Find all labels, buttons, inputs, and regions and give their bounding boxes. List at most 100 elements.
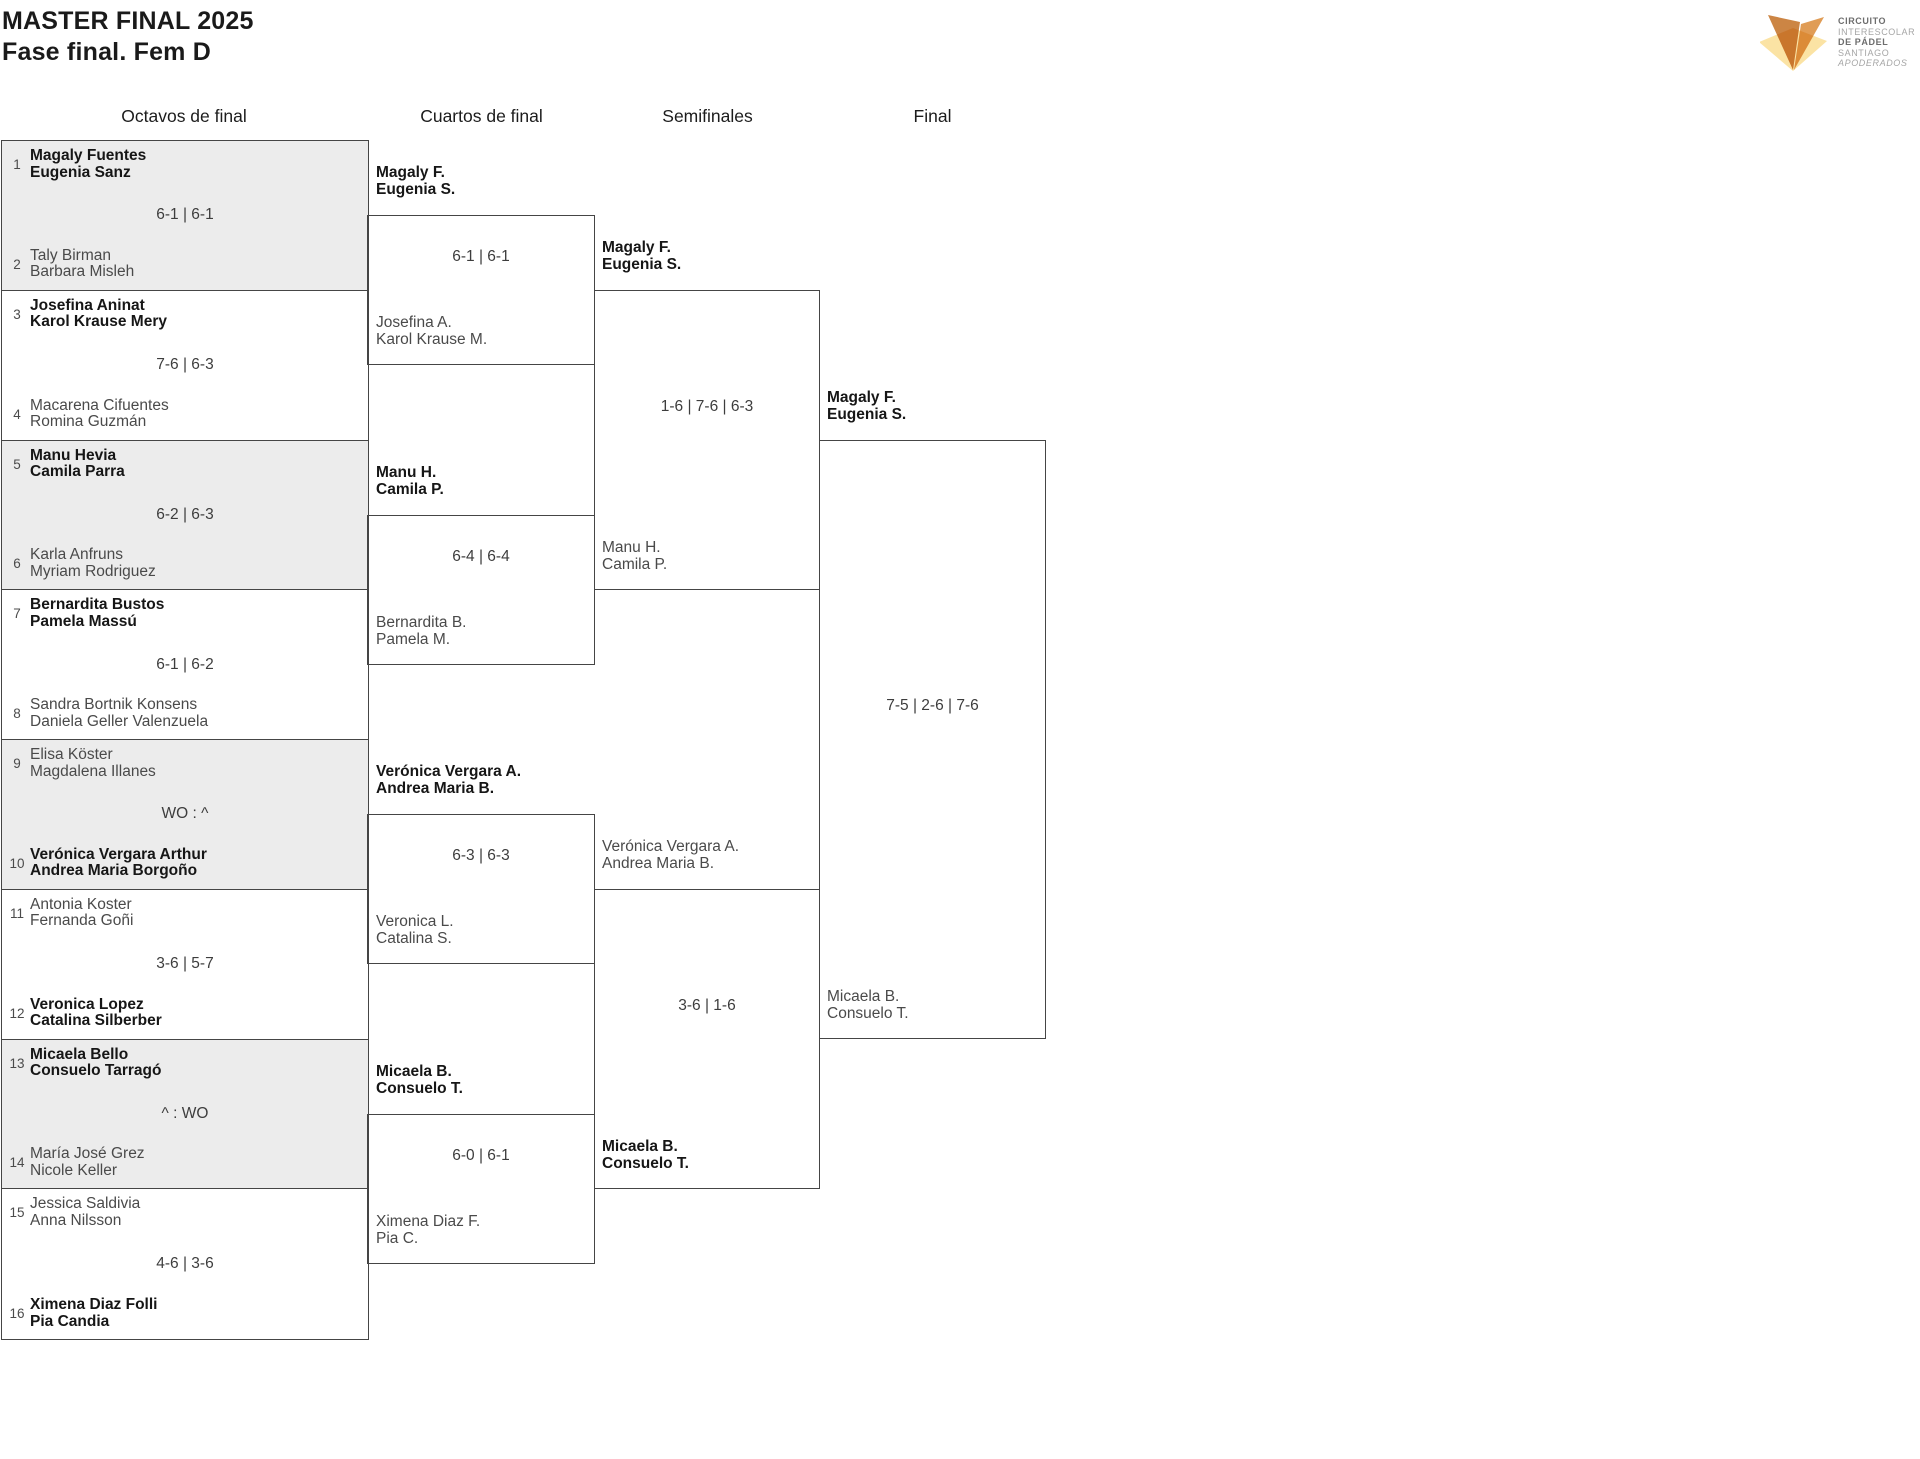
- player-name: Catalina S.: [376, 929, 452, 947]
- seed-number: 5: [13, 456, 21, 472]
- player-name: Manu Hevia: [30, 446, 117, 464]
- match-score: 6-1 | 6-2: [156, 655, 214, 673]
- player-name: Camila P.: [602, 555, 668, 573]
- team-row: 14 María José Grez Nicole Keller: [7, 1146, 362, 1179]
- seed-number: 15: [9, 1205, 25, 1221]
- pair-names: Antonia Koster Fernanda Goñi: [30, 895, 134, 930]
- player-name: Veronica Lopez: [30, 995, 144, 1013]
- player-name: Veronica L.: [376, 913, 454, 930]
- seed-number: 2: [13, 256, 21, 272]
- team-row: 8 Sandra Bortnik Konsens Daniela Geller …: [7, 696, 362, 730]
- pair-names: Sandra Bortnik Konsens Daniela Geller Va…: [30, 696, 208, 730]
- tournament-title: MASTER FINAL 2025: [2, 7, 254, 35]
- page-title: MASTER FINAL 2025 Fase final. Fem D: [2, 6, 254, 68]
- match-score: 4-6 | 3-6: [156, 1255, 214, 1273]
- player-name: Jessica Saldivia: [30, 1195, 141, 1213]
- player-name: Magdalena Illanes: [30, 762, 156, 780]
- player-name: Macarena Cifuentes: [30, 396, 169, 414]
- player-name: Andrea Maria B.: [602, 854, 714, 872]
- player-name: Pamela Massú: [30, 612, 137, 630]
- match-score: 7-6 | 6-3: [156, 356, 214, 374]
- pair-names: Ximena Diaz Folli Pia Candia: [30, 1296, 158, 1330]
- player-name: Fernanda Goñi: [30, 912, 134, 930]
- player-name: Micaela B.: [827, 988, 900, 1005]
- pair-names: Veronica Lopez Catalina Silberber: [30, 995, 162, 1030]
- player-name: Karol Krause M.: [376, 330, 488, 348]
- pair-label: Micaela B. Consuelo T.: [376, 1063, 463, 1097]
- player-name: Verónica Vergara Arthur: [30, 845, 207, 863]
- player-name: Ximena Diaz Folli: [30, 1296, 158, 1313]
- round-header-cuartos: Cuartos de final: [420, 106, 543, 126]
- octavos-column: 1 Magaly Fuentes Eugenia Sanz 6-1 | 6-1 …: [1, 140, 369, 1340]
- pair-label: Verónica Vergara A. Andrea Maria B.: [376, 763, 522, 797]
- pair-label: Bernardita B. Pamela M.: [376, 614, 467, 648]
- match-score: 6-3 | 6-3: [452, 847, 510, 864]
- player-name: Camila Parra: [30, 463, 125, 480]
- match-score: 7-5 | 2-6 | 7-6: [886, 697, 979, 714]
- team-row: 7 Bernardita Bustos Pamela Massú: [7, 597, 362, 630]
- player-name: Eugenia S.: [602, 255, 682, 273]
- match-score: 6-4 | 6-4: [452, 548, 510, 565]
- player-name: Bernardita Bustos: [30, 596, 165, 614]
- pair-names: Verónica Vergara Arthur Andrea Maria Bor…: [30, 845, 207, 880]
- logo-line: APODERADOS: [1838, 58, 1908, 69]
- player-name: Josefina A.: [376, 314, 452, 331]
- match-score: ^ : WO: [161, 1104, 209, 1122]
- team-row: 11 Antonia Koster Fernanda Goñi: [7, 895, 362, 930]
- pair-label: Magaly F. Eugenia S.: [376, 164, 456, 198]
- pair-names: Micaela Bello Consuelo Tarragó: [30, 1046, 162, 1080]
- octavos-match-8: 15 Jessica Saldivia Anna Nilsson 4-6 | 3…: [2, 1189, 368, 1339]
- match-score: 6-1 | 6-1: [452, 248, 510, 265]
- seed-number: 11: [9, 905, 24, 921]
- player-name: Consuelo Tarragó: [30, 1062, 162, 1079]
- match-score: 3-6 | 1-6: [678, 997, 736, 1014]
- player-name: Magaly Fuentes: [30, 147, 147, 164]
- team-row: 9 Elisa Köster Magdalena Illanes: [7, 746, 362, 780]
- round-header-semis: Semifinales: [662, 106, 753, 126]
- cuartos-match-box-2: [367, 515, 595, 665]
- semifinal-match-box-2: [594, 889, 820, 1189]
- player-name: Eugenia Sanz: [30, 163, 131, 181]
- player-name: Romina Guzmán: [30, 413, 147, 430]
- seed-number: 14: [9, 1155, 25, 1171]
- logo-line: INTERESCOLAR: [1838, 26, 1916, 37]
- player-name: Karol Krause Mery: [30, 313, 167, 331]
- player-name: Pamela M.: [376, 630, 451, 648]
- logo: [1759, 14, 1828, 78]
- round-header-final: Final: [913, 106, 952, 126]
- player-name: Manu H.: [376, 464, 437, 481]
- player-name: Bernardita B.: [376, 614, 467, 631]
- player-name: Verónica Vergara A.: [376, 763, 522, 780]
- seed-number: 6: [13, 556, 21, 572]
- seed-number: 9: [13, 756, 21, 771]
- octavos-match-3: 5 Manu Hevia Camila Parra 6-2 | 6-3 6 Ka…: [2, 440, 368, 591]
- pair-names: Elisa Köster Magdalena Illanes: [30, 746, 156, 780]
- octavos-match-2: 3 Josefina Aninat Karol Krause Mery 7-6 …: [2, 291, 368, 441]
- player-name: Magaly F.: [376, 164, 445, 181]
- octavos-match-6: 11 Antonia Koster Fernanda Goñi 3-6 | 5-…: [2, 890, 368, 1040]
- player-name: Antonia Koster: [30, 895, 132, 913]
- player-name: Consuelo T.: [602, 1154, 689, 1172]
- team-row: 3 Josefina Aninat Karol Krause Mery: [7, 296, 362, 331]
- player-name: Ximena Diaz F.: [376, 1213, 481, 1230]
- seed-number: 10: [9, 855, 25, 871]
- seed-number: 12: [9, 1005, 25, 1021]
- player-name: Eugenia S.: [376, 180, 456, 198]
- player-name: Josefina Aninat: [30, 296, 145, 314]
- team-row: 15 Jessica Saldivia Anna Nilsson: [7, 1196, 362, 1229]
- pair-names: Taly Birman Barbara Misleh: [30, 247, 134, 281]
- seed-number: 16: [9, 1306, 25, 1321]
- pair-names: Josefina Aninat Karol Krause Mery: [30, 296, 167, 331]
- player-name: Nicole Keller: [30, 1161, 118, 1179]
- player-name: Verónica Vergara A.: [602, 838, 740, 855]
- logo-line: CIRCUITO: [1838, 16, 1887, 26]
- logo-line: SANTIAGO: [1838, 47, 1890, 58]
- team-row: 1 Magaly Fuentes Eugenia Sanz: [7, 147, 362, 181]
- match-score: 3-6 | 5-7: [156, 955, 214, 973]
- pair-label: Magaly F. Eugenia S.: [602, 239, 682, 273]
- pair-names: Macarena Cifuentes Romina Guzmán: [30, 396, 169, 431]
- team-row: 13 Micaela Bello Consuelo Tarragó: [7, 1046, 362, 1080]
- pair-label: Manu H. Camila P.: [602, 539, 668, 573]
- player-name: María José Grez: [30, 1145, 145, 1163]
